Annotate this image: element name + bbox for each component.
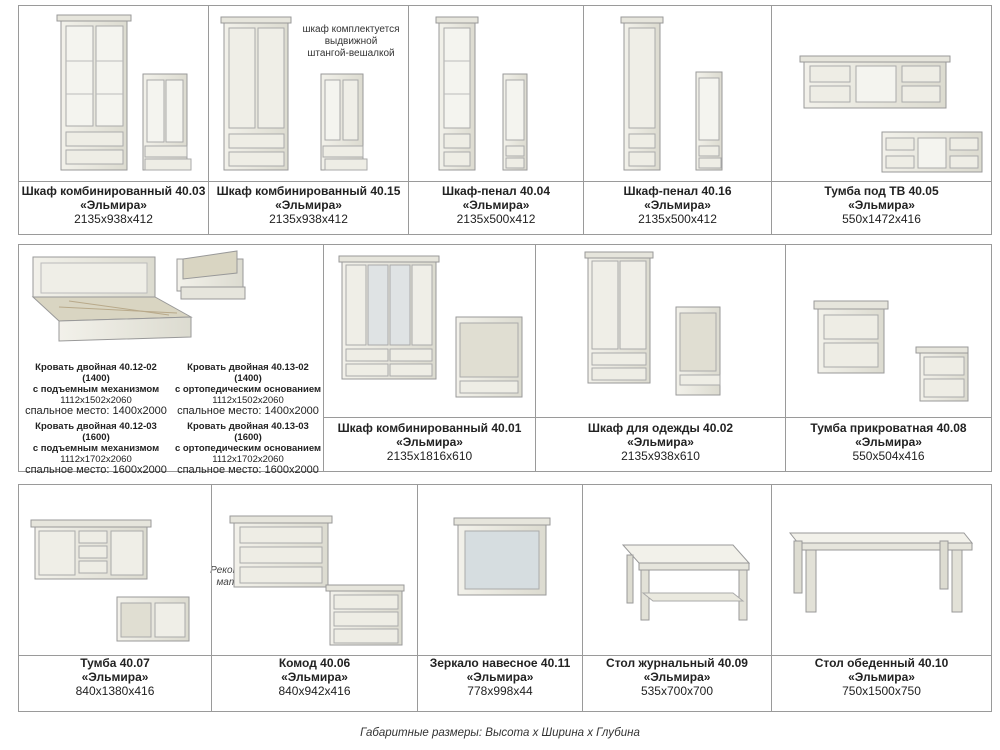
bed-variant: Кровать двойная 40.12-03 (1600) с подъем… <box>21 421 171 476</box>
combo-cabinet-glass-icon <box>56 14 192 171</box>
product-dimensions: 840x1380x416 <box>75 684 155 698</box>
bed-title: Кровать двойная 40.12-03 (1600) <box>35 421 157 443</box>
product-dimensions: 750x1500x750 <box>842 684 921 698</box>
product-title: Шкаф-пенал 40.04 <box>441 184 551 198</box>
wardrobe-2-door-icon <box>584 251 721 396</box>
narrow-cabinet-icon <box>620 16 723 171</box>
product-collection: «Эльмира» <box>848 198 915 212</box>
product-title: Стол обеденный 40.10 <box>814 656 949 670</box>
bed-cell[interactable]: Рекомендуемая высота матраса:180-200 мм.… <box>19 245 324 588</box>
bed-sleeping-area: спальное место: 1400x2000 <box>177 405 319 417</box>
bed-variant: Кровать двойная 40.12-02 (1400) с подъем… <box>21 362 171 417</box>
product-collection: «Эльмира» <box>855 435 922 449</box>
product-dimensions: 2135x938x412 <box>269 212 348 226</box>
product-cell[interactable]: Шкаф-пенал 40.04 «Эльмира» 2135x500x412 <box>409 6 584 234</box>
product-title: Шкаф комбинированный 40.01 <box>337 421 522 435</box>
bed-variant: Кровать двойная 40.13-02 (1400) с ортопе… <box>173 362 323 417</box>
product-collection: «Эльмира» <box>281 670 348 684</box>
dining-table-icon <box>788 532 974 613</box>
product-collection: «Эльмира» <box>644 198 711 212</box>
product-note: шкаф комплектуется выдвижной штангой-веш… <box>301 24 401 60</box>
note-line: штангой-вешалкой <box>307 48 395 59</box>
product-title: Зеркало навесное 40.11 <box>429 656 571 670</box>
product-collection: «Эльмира» <box>466 670 534 684</box>
bed-title: Кровать двойная 40.12-02 (1400) <box>35 362 157 384</box>
product-dimensions: 550x1472x416 <box>842 212 921 226</box>
product-dimensions: 2135x1816x610 <box>386 449 473 463</box>
tv-stand-icon <box>799 55 983 173</box>
chest-of-drawers-icon <box>229 515 405 646</box>
note-line: шкаф комплектуется <box>302 24 400 35</box>
row-2: Рекомендуемая высота матраса:180-200 мм.… <box>18 244 992 588</box>
bed-dimensions: 1112x1502x2060 <box>212 395 284 406</box>
product-title: Шкаф комбинированный 40.15 <box>216 184 401 198</box>
product-title: Шкаф комбинированный 40.03 <box>21 184 206 198</box>
wall-mirror-icon <box>453 517 551 596</box>
product-dimensions: 2135x500x412 <box>638 212 717 226</box>
product-title: Стол журнальный 40.09 <box>606 656 748 670</box>
nightstand-icon <box>813 300 969 402</box>
product-dimensions: 840x942x416 <box>278 684 351 698</box>
bed-dimensions: 1112x1702x2060 <box>212 454 284 465</box>
bed-subtitle: с подъемным механизмом <box>32 443 160 454</box>
narrow-cabinet-glass-icon <box>435 16 528 171</box>
product-collection: «Эльмира» <box>80 198 147 212</box>
product-title: Тумба прикроватная 40.08 <box>810 421 967 435</box>
bed-dimensions: 1112x1702x2060 <box>60 454 132 465</box>
product-collection: «Эльмира» <box>627 435 694 449</box>
product-cell[interactable]: шкаф комплектуется выдвижной штангой-веш… <box>209 6 409 234</box>
product-cell[interactable]: Шкаф комбинированный 40.03 «Эльмира» 213… <box>19 6 209 234</box>
product-cell[interactable]: Комод 40.06 «Эльмира» 840x942x416 <box>212 485 418 711</box>
bed-subtitle: с подъемным механизмом <box>32 384 160 395</box>
bed-sleeping-area: спальное место: 1600x2000 <box>25 464 167 476</box>
row-1: Шкаф комбинированный 40.03 «Эльмира» 213… <box>18 5 992 235</box>
product-title: Шкаф для одежды 40.02 <box>587 421 734 435</box>
bed-subtitle: с ортопедическим основанием <box>174 443 322 454</box>
product-dimensions: 550x504x416 <box>852 449 925 463</box>
bed-sleeping-area: спальное место: 1600x2000 <box>177 464 319 476</box>
note-line: выдвижной <box>324 36 378 47</box>
dimensions-footnote: Габаритные размеры: Высота х Ширина х Гл… <box>360 727 640 739</box>
product-collection: «Эльмира» <box>396 435 463 449</box>
bed-subtitle: с ортопедическим основанием <box>174 384 322 395</box>
product-cell[interactable]: Стол журнальный 40.09 «Эльмира» 535x700x… <box>583 485 772 711</box>
product-title: Шкаф-пенал 40.16 <box>623 184 732 198</box>
product-title: Комод 40.06 <box>278 656 351 670</box>
product-collection: «Эльмира» <box>81 670 149 684</box>
product-dimensions: 535x700x700 <box>640 684 714 698</box>
product-cell[interactable]: Шкаф комбинированный 40.01 «Эльмира» 213… <box>324 245 536 471</box>
product-collection: «Эльмира» <box>275 198 342 212</box>
product-dimensions: 778x998x44 <box>467 684 533 698</box>
product-title: Тумба 40.07 <box>80 656 150 670</box>
bed-icon <box>31 250 246 342</box>
product-dimensions: 2135x500x412 <box>456 212 536 226</box>
product-collection: «Эльмира» <box>462 198 530 212</box>
row-3: Тумба 40.07 «Эльмира» 840x1380x416 Комод… <box>18 484 992 712</box>
sideboard-icon <box>30 519 190 642</box>
bed-dimensions: 1112x1502x2060 <box>60 395 132 406</box>
product-collection: «Эльмира» <box>643 670 711 684</box>
product-title: Тумба под ТВ 40.05 <box>824 184 939 198</box>
wardrobe-4-door-icon <box>338 255 523 398</box>
product-cell[interactable]: Зеркало навесное 40.11 «Эльмира» 778x998… <box>418 485 583 711</box>
coffee-table-icon <box>621 544 751 621</box>
product-cell[interactable]: Тумба 40.07 «Эльмира» 840x1380x416 <box>19 485 212 711</box>
bed-variant: Кровать двойная 40.13-03 (1600) с ортопе… <box>173 421 323 476</box>
bed-sleeping-area: спальное место: 1400x2000 <box>25 405 167 417</box>
product-cell[interactable]: Тумба под ТВ 40.05 «Эльмира» 550x1472x41… <box>772 6 991 234</box>
bed-title: Кровать двойная 40.13-02 (1400) <box>187 362 309 384</box>
product-cell[interactable]: Стол обеденный 40.10 «Эльмира» 750x1500x… <box>772 485 991 711</box>
product-dimensions: 2135x938x610 <box>621 449 700 463</box>
bed-title: Кровать двойная 40.13-03 (1600) <box>187 421 309 443</box>
product-cell[interactable]: Шкаф для одежды 40.02 «Эльмира» 2135x938… <box>536 245 786 471</box>
product-dimensions: 2135x938x412 <box>74 212 153 226</box>
combo-cabinet-icon <box>220 16 368 171</box>
product-collection: «Эльмира» <box>848 670 915 684</box>
product-cell[interactable]: Шкаф-пенал 40.16 «Эльмира» 2135x500x412 <box>584 6 772 234</box>
product-cell[interactable]: Тумба прикроватная 40.08 «Эльмира» 550x5… <box>786 245 991 471</box>
